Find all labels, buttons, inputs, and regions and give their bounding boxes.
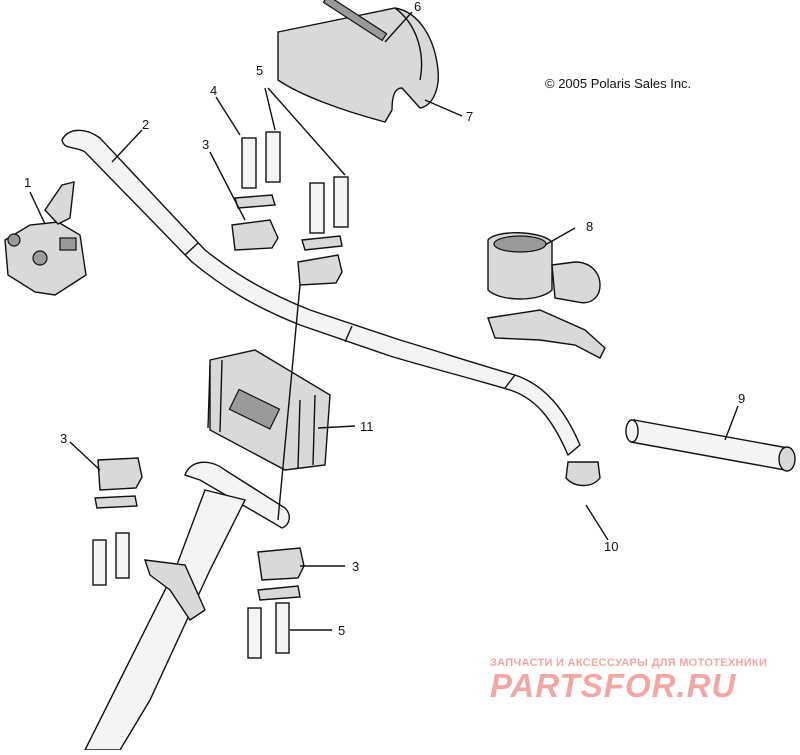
callout-8: 8 <box>586 219 594 234</box>
watermark-logo: PARTSFOR.RU <box>490 667 737 704</box>
guide-line <box>277 284 301 521</box>
callout-2: 2 <box>142 117 150 132</box>
watermark-tagline: ЗАПЧАСТИ И АКСЕССУАРЫ ДЛЯ МОТОТЕХНИКИ <box>490 657 768 669</box>
handlebar <box>61 129 581 457</box>
callout-6: 6 <box>414 0 422 14</box>
callout-7: 7 <box>466 109 474 124</box>
callout-9: 9 <box>738 391 746 406</box>
master-cylinder <box>487 232 606 359</box>
upper-clamp-left <box>231 131 281 251</box>
callout-3-upper: 3 <box>202 137 210 152</box>
callout-3-lower-right: 3 <box>352 559 360 574</box>
riser-block <box>207 349 331 471</box>
callout-1: 1 <box>24 175 32 190</box>
handlebar-pad <box>277 0 439 123</box>
callout-5-upper: 5 <box>256 63 264 78</box>
leader-lines <box>29 11 739 631</box>
lower-clamp-left <box>92 457 143 586</box>
callout-3-lower-left: 3 <box>60 431 68 446</box>
upper-clamp-right <box>297 176 349 286</box>
lower-clamp-right <box>247 547 305 659</box>
callout-5-lower: 5 <box>338 623 346 638</box>
end-plug <box>565 461 601 487</box>
switch-housing <box>4 181 87 296</box>
callout-10: 10 <box>604 539 619 554</box>
grip <box>625 419 796 472</box>
copyright-notice: © 2005 Polaris Sales Inc. <box>545 76 692 91</box>
callout-4: 4 <box>210 83 218 98</box>
callout-11: 11 <box>360 419 374 434</box>
steering-post <box>83 461 290 751</box>
